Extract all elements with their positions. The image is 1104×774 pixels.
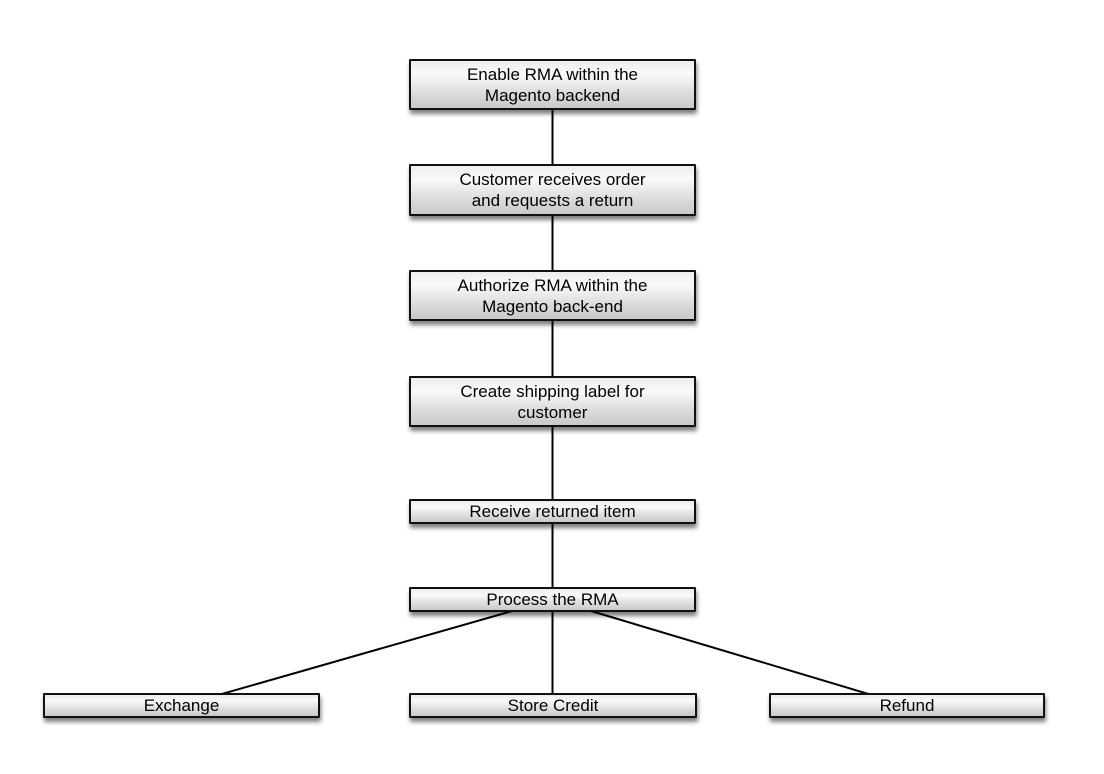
flow-node-process-rma: Process the RMA bbox=[409, 587, 696, 612]
flow-node-refund: Refund bbox=[769, 693, 1045, 718]
connector-process-to-exchange bbox=[181, 598, 553, 707]
flow-node-authorize-rma: Authorize RMA within the Magento back-en… bbox=[409, 270, 696, 321]
flow-node-customer-return-label: Customer receives order and requests a r… bbox=[459, 170, 646, 210]
flow-node-create-shipping-label: Create shipping label for customer bbox=[409, 376, 696, 427]
flow-node-exchange-label: Exchange bbox=[143, 696, 220, 715]
flow-node-receive-returned-item: Receive returned item bbox=[409, 499, 696, 524]
flow-node-process-rma-label: Process the RMA bbox=[486, 590, 619, 609]
flow-node-exchange: Exchange bbox=[43, 693, 320, 718]
flow-node-store-credit: Store Credit bbox=[409, 693, 697, 718]
flow-node-authorize-rma-label: Authorize RMA within the Magento back-en… bbox=[457, 275, 648, 316]
flow-node-receive-returned-item-label: Receive returned item bbox=[469, 502, 636, 521]
flow-node-enable-rma: Enable RMA within the Magento backend bbox=[409, 59, 696, 110]
connector-process-to-refund bbox=[552, 598, 908, 707]
flow-node-enable-rma-label: Enable RMA within the Magento backend bbox=[466, 64, 639, 105]
flow-node-refund-label: Refund bbox=[879, 696, 935, 715]
flow-node-create-shipping-label-label: Create shipping label for customer bbox=[460, 381, 645, 422]
flow-node-customer-return: Customer receives order and requests a r… bbox=[409, 164, 696, 216]
flow-node-store-credit-label: Store Credit bbox=[507, 696, 599, 715]
